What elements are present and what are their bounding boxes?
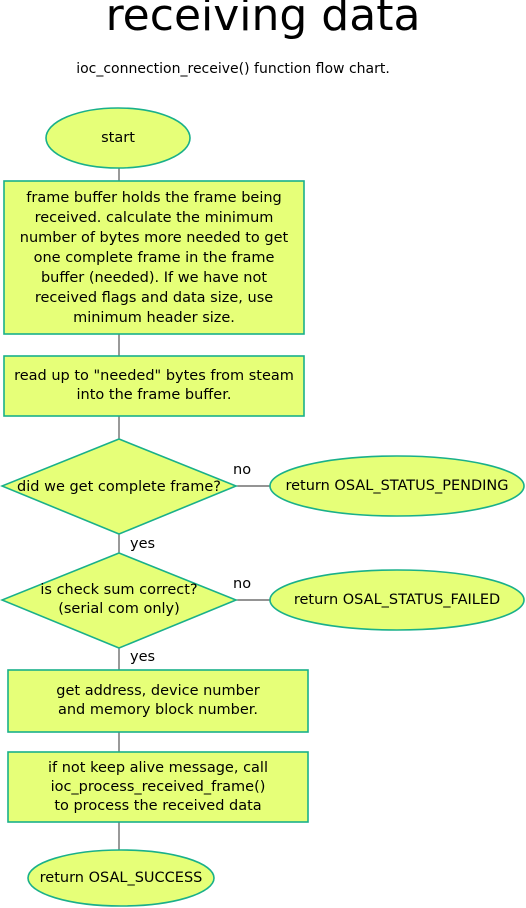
return-pending-node [269, 455, 525, 517]
frame-buffer-label: frame buffer holds the frame being recei… [19, 189, 289, 326]
process-frame-node [7, 751, 309, 823]
checksum-label-line1: is check sum correct? [40, 582, 198, 598]
get-address-label: get address, device number and memory bl… [8, 672, 308, 730]
return-pending-label: return OSAL_STATUS_PENDING [285, 477, 509, 494]
checksum-decision [0, 552, 239, 649]
read-bytes-label: read up to "needed" bytes from steam int… [14, 368, 294, 403]
read-bytes-node [3, 355, 305, 417]
checksum-label: is check sum correct? (serial com only) [2, 580, 236, 620]
return-failed-label: return OSAL_STATUS_FAILED [293, 591, 501, 608]
edge-label-yes-1: yes [130, 536, 156, 552]
process-frame-label: if not keep alive message, call ioc_proc… [8, 754, 308, 820]
complete-frame-label: did we get complete frame? [17, 478, 221, 495]
checksum-label-line2: (serial com only) [58, 601, 180, 617]
get-address-line1: get address, device number [56, 683, 260, 699]
edge-label-no-2: no [233, 576, 252, 592]
start-node [45, 107, 191, 169]
get-address-node [7, 669, 309, 733]
get-address-line2: and memory block number. [57, 702, 259, 718]
page-subtitle: ioc_connection_receive() function flow c… [76, 61, 390, 77]
edge-label-yes-2: yes [130, 649, 156, 665]
edge-label-no-1: no [233, 462, 252, 478]
return-success-label: return OSAL_SUCCESS [39, 869, 203, 886]
return-success-node [27, 849, 215, 907]
process-line2: ioc_process_received_frame() [50, 778, 266, 795]
process-line3: to process the received data [54, 797, 262, 814]
frame-buffer-node [3, 180, 305, 335]
page-title: receiving data [105, 0, 421, 41]
complete-frame-decision [0, 438, 239, 535]
return-failed-node [269, 569, 525, 631]
process-line1: if not keep alive message, call [48, 759, 268, 776]
start-label: start [101, 129, 135, 146]
